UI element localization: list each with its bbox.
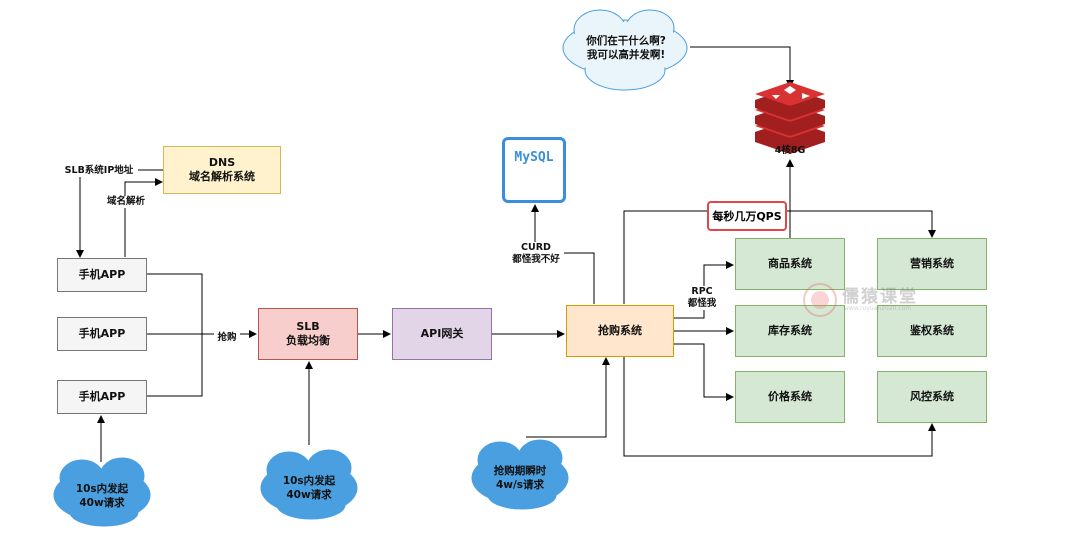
edge-label-domain-resolve: 域名解析 bbox=[104, 196, 148, 208]
watermark-title: 儒猿课堂 bbox=[842, 287, 918, 307]
edge-app1-merge bbox=[147, 273, 203, 397]
qps-label-box: 每秒几万QPS bbox=[707, 201, 787, 231]
dns-box[interactable]: DNS 域名解析系统 bbox=[163, 146, 281, 194]
edge-label-grab: 抢购 bbox=[214, 332, 240, 344]
edge-sale-to-risk bbox=[623, 356, 936, 457]
redis-icon bbox=[755, 82, 825, 154]
watermark: 儒猿课堂 www.ruyuan2020.com bbox=[800, 280, 940, 320]
edge-cloud-to-sale bbox=[526, 357, 610, 438]
risk-service-box[interactable]: 风控系统 bbox=[877, 371, 987, 423]
edge-label-slb-ip: SLB系统IP地址 bbox=[60, 165, 138, 177]
edge-dns-to-app bbox=[76, 169, 163, 258]
slb-box[interactable]: SLB 负载均衡 bbox=[258, 308, 358, 360]
product-service-label: 商品系统 bbox=[768, 257, 812, 270]
api-gateway-box[interactable]: API网关 bbox=[392, 308, 492, 360]
cloud-redis-text: 你们在干什么啊? 我可以高并发啊! bbox=[576, 34, 676, 62]
edge-label-curd-line2: 都怪我不好 bbox=[512, 254, 560, 265]
price-service-label: 价格系统 bbox=[768, 390, 812, 403]
product-service-box[interactable]: 商品系统 bbox=[735, 238, 845, 290]
mobile-app-label-2: 手机APP bbox=[78, 327, 126, 340]
inventory-service-label: 库存系统 bbox=[768, 324, 812, 337]
slb-subtitle: 负载均衡 bbox=[286, 334, 330, 347]
edge-cloud-to-redis bbox=[690, 46, 794, 88]
inventory-service-box[interactable]: 库存系统 bbox=[735, 305, 845, 357]
redis-spec-label: 4核8G bbox=[774, 145, 806, 156]
flash-sale-label: 抢购系统 bbox=[598, 324, 642, 337]
edge-label-rpc: RPC 都怪我 bbox=[680, 286, 724, 310]
dns-title: DNS bbox=[208, 156, 236, 169]
mysql-logo[interactable]: MySQL bbox=[502, 137, 566, 203]
edge-sale-to-mysql bbox=[531, 204, 595, 304]
flash-sale-box[interactable]: 抢购系统 bbox=[566, 305, 674, 357]
cloud-app-line2: 40w请求 bbox=[79, 497, 125, 509]
cloud-app-line1: 10s内发起 bbox=[75, 483, 129, 495]
dns-subtitle: 域名解析系统 bbox=[189, 170, 255, 183]
watermark-logo-icon bbox=[803, 283, 837, 317]
mysql-logo-text: MySQL bbox=[514, 150, 554, 165]
cloud-redis-line1: 你们在干什么啊? bbox=[586, 35, 666, 47]
edge-app-to-dns bbox=[124, 178, 163, 257]
slb-title: SLB bbox=[296, 320, 320, 333]
watermark-url: www.ruyuan2020.com bbox=[844, 305, 912, 312]
cloud-sale bbox=[471, 439, 569, 510]
cloud-slb bbox=[260, 449, 358, 520]
cloud-slb-line2: 40w请求 bbox=[286, 489, 332, 501]
edge-label-rpc-line1: RPC bbox=[691, 286, 713, 297]
cloud-redis-line2: 我可以高并发啊! bbox=[586, 49, 666, 61]
cloud-sale-line1: 抢购期瞬时 bbox=[493, 465, 547, 477]
mobile-app-label-1: 手机APP bbox=[78, 268, 126, 281]
marketing-service-label: 营销系统 bbox=[910, 257, 954, 270]
edge-label-curd-line1: CURD bbox=[521, 242, 551, 253]
mobile-app-box-3[interactable]: 手机APP bbox=[57, 380, 147, 414]
cloud-slb-text: 10s内发起 40w请求 bbox=[262, 474, 356, 502]
api-gateway-label: API网关 bbox=[420, 327, 464, 340]
cloud-app bbox=[53, 457, 151, 527]
mobile-app-box-2[interactable]: 手机APP bbox=[57, 317, 147, 351]
qps-label: 每秒几万QPS bbox=[712, 210, 782, 223]
cloud-redis bbox=[562, 9, 688, 91]
cloud-sale-line2: 4w/s请求 bbox=[495, 479, 545, 491]
price-service-box[interactable]: 价格系统 bbox=[735, 371, 845, 423]
edge-sale-to-price bbox=[674, 343, 734, 401]
mobile-app-label-3: 手机APP bbox=[78, 390, 126, 403]
auth-service-box[interactable]: 鉴权系统 bbox=[877, 305, 987, 357]
mobile-app-box-1[interactable]: 手机APP bbox=[57, 258, 147, 292]
cloud-sale-text: 抢购期瞬时 4w/s请求 bbox=[473, 464, 567, 492]
marketing-service-box[interactable]: 营销系统 bbox=[877, 238, 987, 290]
edge-label-rpc-line2: 都怪我 bbox=[687, 298, 717, 309]
risk-service-label: 风控系统 bbox=[910, 390, 954, 403]
auth-service-label: 鉴权系统 bbox=[910, 324, 954, 337]
cloud-slb-line1: 10s内发起 bbox=[282, 475, 336, 487]
edge-label-curd: CURD 都怪我不好 bbox=[508, 242, 564, 266]
cloud-app-text: 10s内发起 40w请求 bbox=[55, 482, 149, 510]
